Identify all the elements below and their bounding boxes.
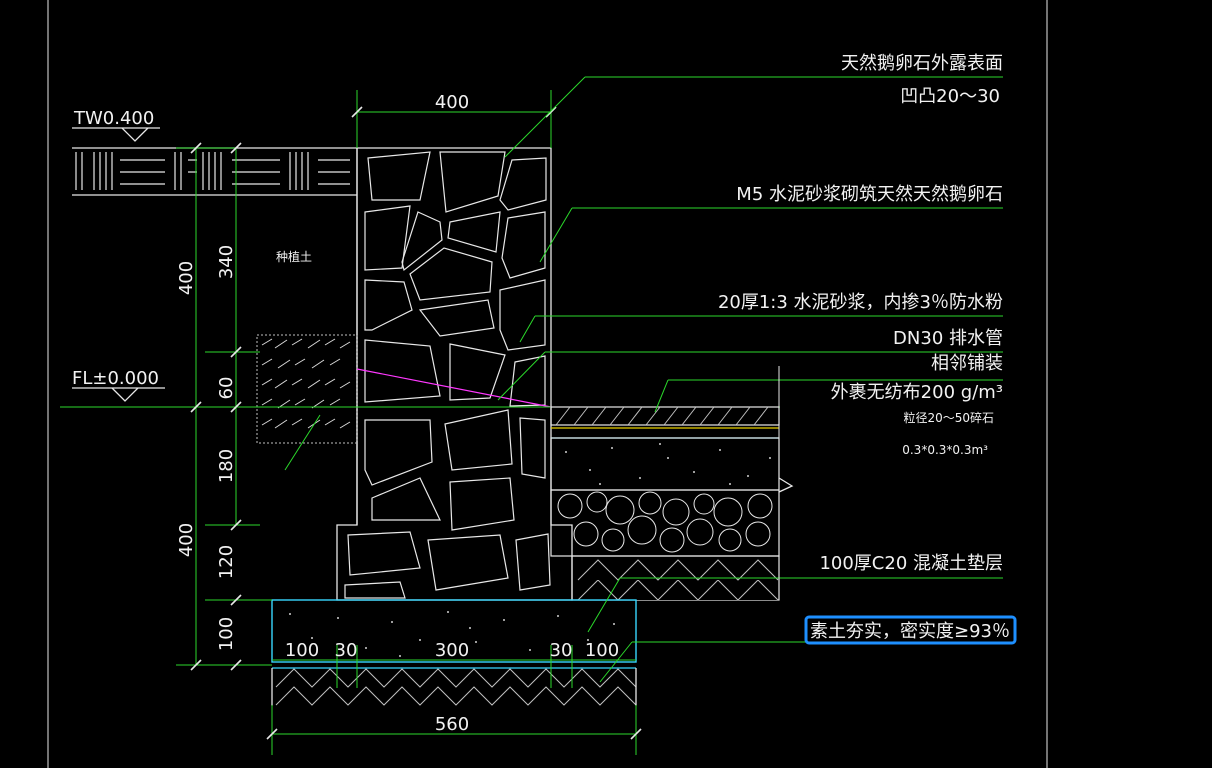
selection-highlight-box[interactable] bbox=[804, 615, 1017, 645]
dim-left-400-top: 400 bbox=[176, 261, 197, 295]
label-stone-surface: 天然鹅卵石外露表面 bbox=[841, 53, 1003, 74]
label-gravel: 粒径20～50碎石 bbox=[903, 410, 994, 425]
labels: 天然鹅卵石外露表面 凹凸20～30 M5 水泥砂浆砌筑天然天然鹅卵石 20厚1:… bbox=[72, 53, 1010, 642]
dimension-texts: 400 400 340 60 180 400 120 100 100 30 30… bbox=[176, 92, 619, 735]
ground-hatch-left bbox=[72, 147, 357, 196]
leader-lines bbox=[284, 76, 1003, 683]
dim-bottom-30-right: 30 bbox=[550, 640, 573, 661]
drain-pipe-line bbox=[356, 368, 552, 408]
fl-elevation-marker bbox=[72, 387, 165, 402]
cobblestone-pattern bbox=[344, 151, 551, 599]
paving-layers bbox=[550, 406, 794, 601]
dim-left-120: 120 bbox=[216, 545, 237, 579]
dim-bottom-100-right: 100 bbox=[585, 640, 619, 661]
label-paving: 相邻铺装 bbox=[931, 353, 1003, 374]
dim-left-340: 340 bbox=[216, 245, 237, 279]
label-tw-elevation: TW0.400 bbox=[73, 108, 154, 129]
label-masonry: M5 水泥砂浆砌筑天然天然鹅卵石 bbox=[736, 184, 1003, 205]
wall-outline bbox=[336, 147, 573, 601]
label-compaction: 素土夯实，密实度≥93％ bbox=[810, 621, 1010, 642]
tw-elevation-marker bbox=[72, 127, 160, 142]
dimension-ticks bbox=[190, 106, 642, 740]
label-drain-pipe: DN30 排水管 bbox=[893, 328, 1003, 349]
dim-left-60: 60 bbox=[216, 377, 237, 400]
dim-bottom-30-left: 30 bbox=[335, 640, 358, 661]
label-stone-surface-unevenness: 凹凸20～30 bbox=[900, 86, 1000, 107]
label-fl-elevation: FL±0.000 bbox=[72, 368, 159, 389]
label-gravel-volume: 0.3*0.3*0.3m³ bbox=[902, 443, 988, 457]
gravel-pack-left bbox=[256, 334, 358, 444]
label-planting-soil: 种植土 bbox=[276, 249, 312, 264]
dim-left-100: 100 bbox=[216, 617, 237, 651]
label-geotextile: 外裹无纺布200 g/m³ bbox=[831, 382, 1003, 403]
dim-left-400-bottom: 400 bbox=[176, 523, 197, 557]
dim-left-180: 180 bbox=[216, 449, 237, 483]
footing-concrete bbox=[271, 599, 637, 706]
label-concrete-pad: 100厚C20 混凝土垫层 bbox=[819, 553, 1003, 574]
dim-top-width: 400 bbox=[435, 92, 469, 113]
dim-bottom-100-left: 100 bbox=[285, 640, 319, 661]
dim-bottom-300: 300 bbox=[435, 640, 469, 661]
dim-bottom-560: 560 bbox=[435, 714, 469, 735]
label-mortar: 20厚1:3 水泥砂浆，内掺3％防水粉 bbox=[718, 292, 1003, 313]
